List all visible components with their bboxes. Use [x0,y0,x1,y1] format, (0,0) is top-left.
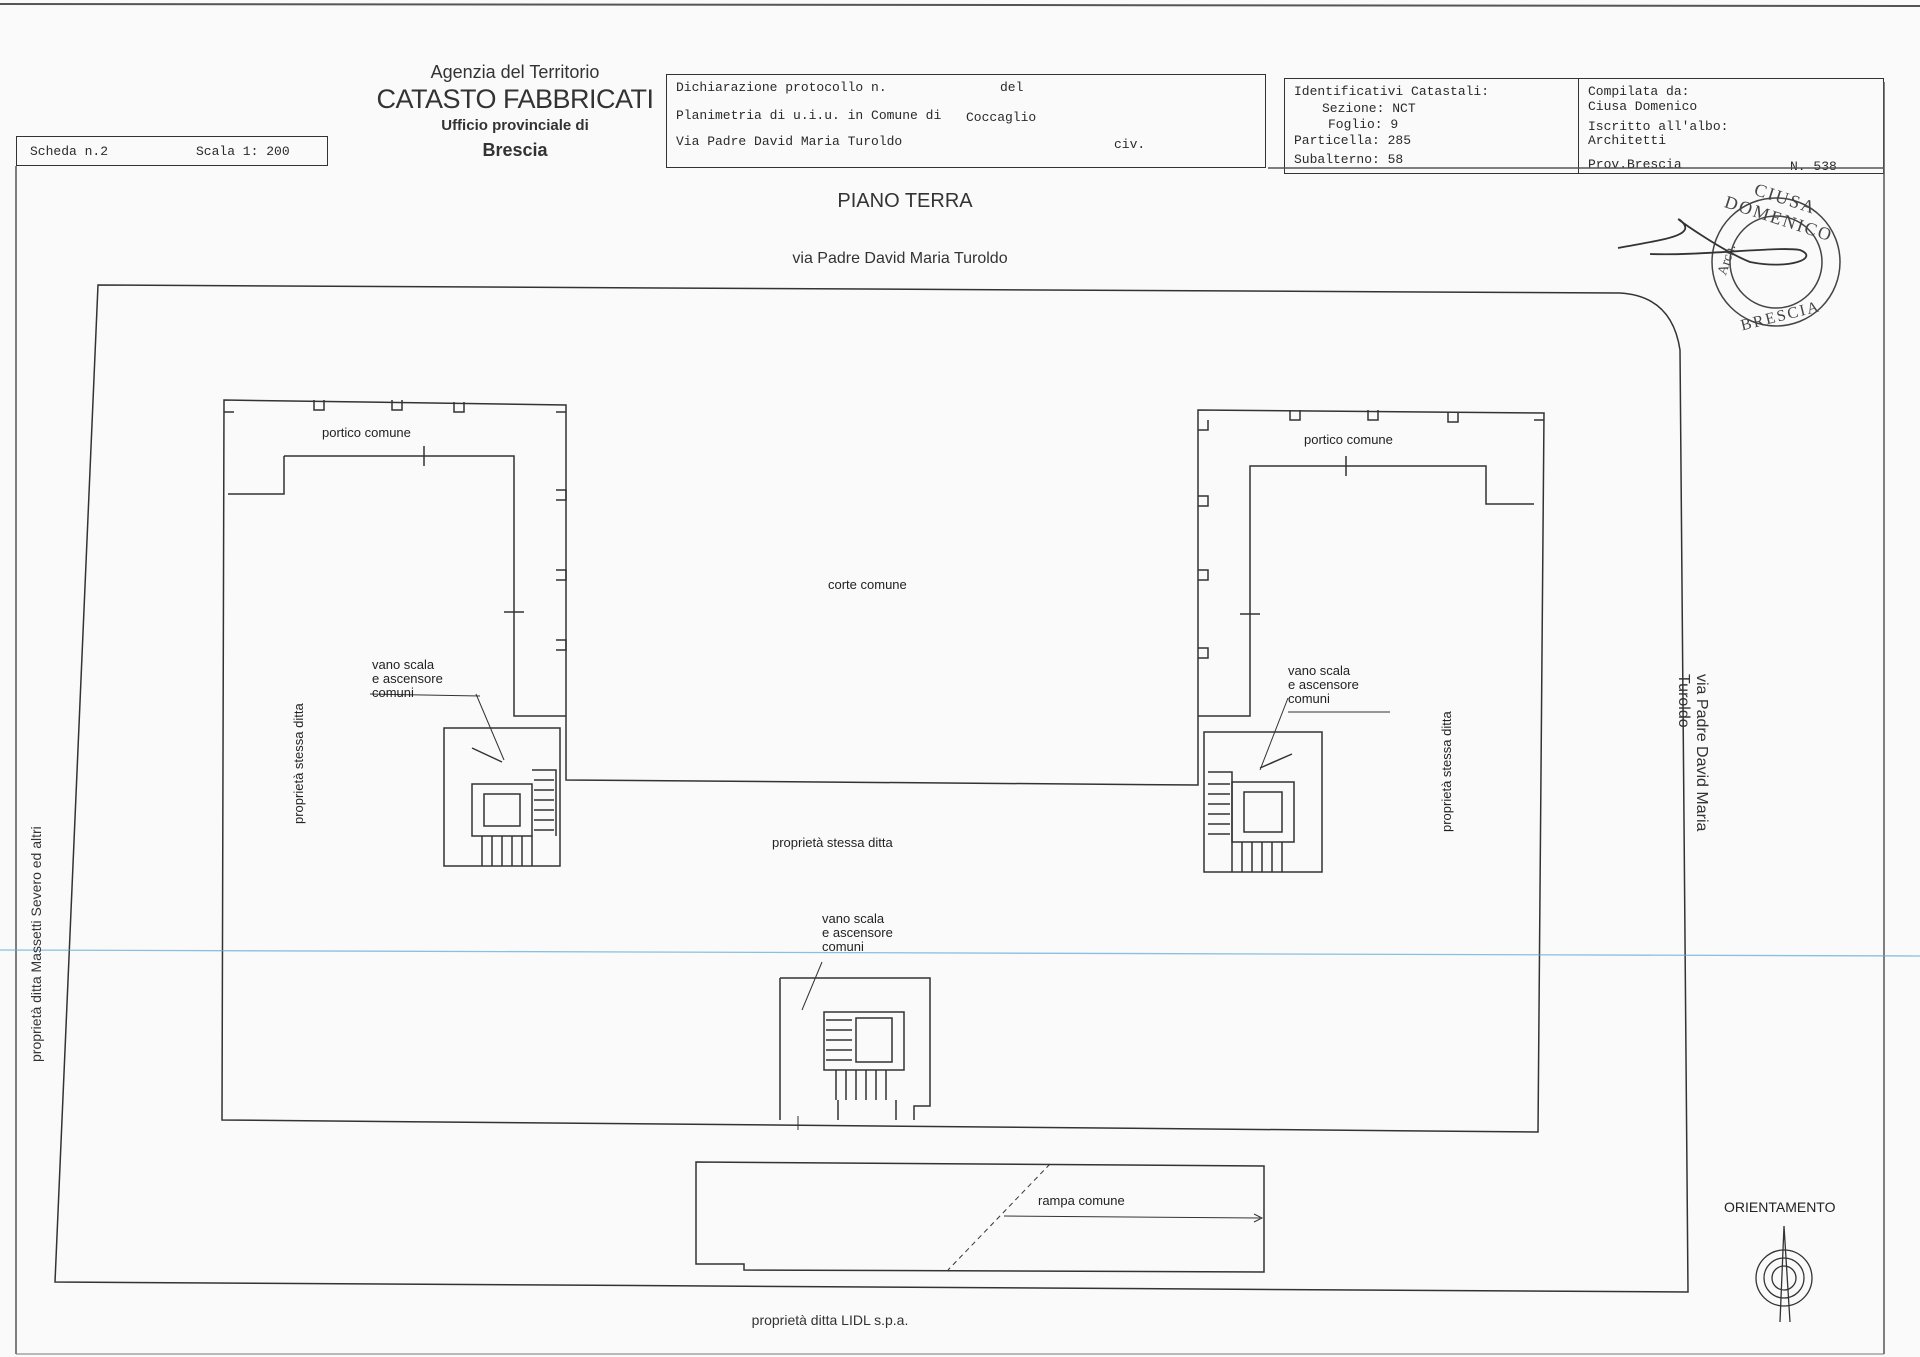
orientation-label: ORIENTAMENTO [1724,1199,1836,1215]
street-right-label: via Padre David Maria Turoldo [1675,674,1710,832]
floor-title: PIANO TERRA [837,190,973,212]
portico-right-label: portico comune [1304,432,1393,447]
civ-label: civ. [1114,137,1146,152]
stair-left-line-1: vano scala [372,657,435,672]
lot-boundary [54,284,1689,1293]
building-outline [221,399,1545,1133]
right-property-label: proprietà stessa ditta [1439,711,1454,832]
left-neighbor-label: proprietà ditta Massetti Severo ed altri [28,826,44,1062]
compiler-name: Ciusa Domenico [1588,99,1698,114]
protocol-del: del [1000,80,1024,95]
albo-label: Iscritto all'albo: [1588,119,1729,134]
planimetria-label: Planimetria di u.i.u. in Comune di [676,108,942,123]
north-arrow [1755,1225,1813,1323]
center-property-label: proprietà stessa ditta [772,835,893,850]
foglio-value: Foglio: 9 [1328,117,1399,132]
sezione-value: Sezione: NCT [1322,101,1416,116]
stair-center-label: vano scala e ascensore comuni [822,912,893,954]
stair-right-label: vano scala e ascensore comuni [1288,664,1359,706]
ufficio-city: Brescia [482,140,548,160]
ufficio-label: Ufficio provinciale di [441,117,589,134]
registration-number: N. 538 [1790,159,1837,174]
scale-value: Scala 1: 200 [196,144,290,159]
scheda-box [16,136,328,166]
stair-center-line-1: vano scala [822,911,885,926]
stair-left-line-3: comuni [372,685,414,700]
stair-left-line-2: e ascensore [372,671,443,686]
agency-title: Agenzia del Territorio [430,62,600,82]
ramp-outline [695,1161,1265,1273]
compiled-label: Compilata da: [1588,84,1690,99]
stair-right-line-3: comuni [1288,691,1330,706]
catasto-title: CATASTO FABBRICATI [376,84,654,114]
stair-left-label: vano scala e ascensore comuni [372,658,443,700]
stair-center-line-2: e ascensore [822,925,893,940]
scheda-number: Scheda n.2 [30,144,109,159]
declaration-box [666,74,1266,168]
stair-right-block [1203,731,1323,873]
identifiers-divider [1578,78,1579,174]
architect-stamp [1711,197,1841,327]
subalterno-value: Subalterno: 58 [1294,152,1404,167]
stair-center-block [779,977,931,1120]
bottom-neighbor-label: proprietà ditta LIDL s.p.a. [751,1312,909,1328]
comune-value: Coccaglio [966,110,1037,125]
sheet-frame [15,82,1885,1354]
protocol-label: Dichiarazione protocollo n. [676,80,887,95]
address-value: Via Padre David Maria Turoldo [676,134,903,149]
signature [1617,218,1808,266]
stair-left-block [443,727,561,867]
identifiers-title: Identificativi Catastali: [1294,84,1490,99]
ramp-label: rampa comune [1038,1193,1125,1208]
particella-value: Particella: 285 [1294,133,1412,148]
portico-left-label: portico comune [322,425,411,440]
albo-value: Architetti [1588,133,1667,148]
stair-right-line-1: vano scala [1288,663,1351,678]
courtyard-label: corte comune [828,577,907,592]
left-property-label: proprietà stessa ditta [291,703,306,824]
stair-center-line-3: comuni [822,939,864,954]
street-top-label: via Padre David Maria Turoldo [792,250,1008,267]
stair-right-line-2: e ascensore [1288,677,1359,692]
